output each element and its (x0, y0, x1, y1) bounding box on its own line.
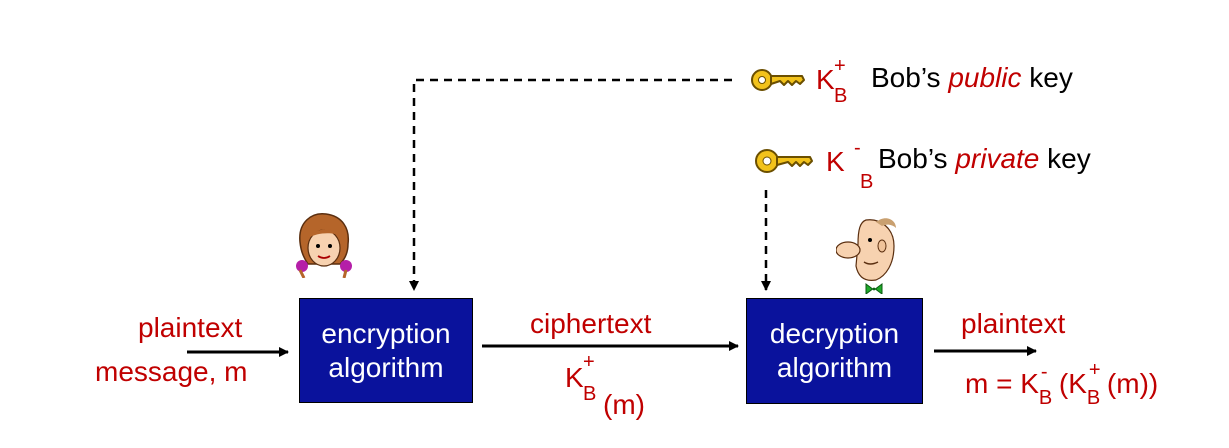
input-plaintext-label: plaintext (138, 312, 243, 343)
public-key-k: K (816, 64, 835, 95)
public-key-text-after: key (1021, 62, 1073, 93)
public-key-label: K + B (816, 55, 854, 110)
public-key-text-em: public (948, 62, 1022, 93)
private-key-caption: Bob’s private key (878, 145, 1091, 173)
key-icon (755, 149, 813, 173)
private-key-symbol: K - B (826, 137, 873, 192)
output-eq-private: - B (1039, 362, 1059, 408)
encryption-box-line2: algorithm (328, 351, 444, 383)
output-eq-mid: (K (1058, 368, 1087, 399)
public-key-symbol: K + B (816, 55, 854, 107)
output-equation: m = K - B (K + B (m)) (965, 360, 1159, 408)
private-key-label: K - B (826, 137, 873, 196)
ciphertext-label: ciphertext (530, 308, 652, 339)
decryption-algorithm-box: decryption algorithm (746, 298, 923, 404)
public-key-caption: Bob’s public key (871, 64, 1073, 92)
output-eq-sup1: - (1040, 361, 1048, 383)
public-key-sup: + (834, 55, 846, 77)
input-message-label: message, m (95, 356, 248, 387)
ciphertext-expression: K + B (m) (565, 352, 645, 419)
ciphertext-key-symbol: K + B (565, 352, 603, 408)
output-eq-public: + B (1087, 360, 1107, 408)
output-eq-tail: (m)) (1106, 368, 1159, 399)
output-plaintext-label: plaintext (961, 308, 1066, 339)
private-key-text-after: key (1039, 143, 1091, 174)
ciphertext-sup: + (583, 351, 595, 373)
private-key-sup: - (854, 137, 861, 159)
public-key-sub: B (834, 85, 848, 107)
private-key-sub: B (860, 171, 874, 193)
public-key-text-before: Bob’s (871, 62, 949, 93)
output-eq-sub1: B (1038, 387, 1053, 409)
ciphertext-sub: B (583, 383, 597, 405)
encryption-algorithm-box: encryption algorithm (299, 298, 473, 403)
alice-avatar (296, 213, 352, 278)
public-key-dashed-line (409, 78, 732, 291)
bob-avatar (836, 218, 896, 294)
private-key-k: K (826, 146, 845, 177)
private-key-text-em: private (955, 143, 1040, 174)
output-eq-sub2: B (1086, 387, 1101, 409)
output-eq-prefix: m = K (965, 368, 1039, 399)
output-eq-sup2: + (1088, 359, 1101, 381)
ciphertext-tail: (m) (603, 389, 645, 420)
decryption-box-line2: algorithm (776, 352, 893, 383)
decryption-box-line1: decryption (769, 318, 900, 350)
private-key-text-before: Bob’s (878, 143, 956, 174)
key-icon (751, 69, 805, 91)
encryption-box-line1: encryption (321, 317, 451, 349)
ciphertext-k: K (565, 362, 584, 393)
